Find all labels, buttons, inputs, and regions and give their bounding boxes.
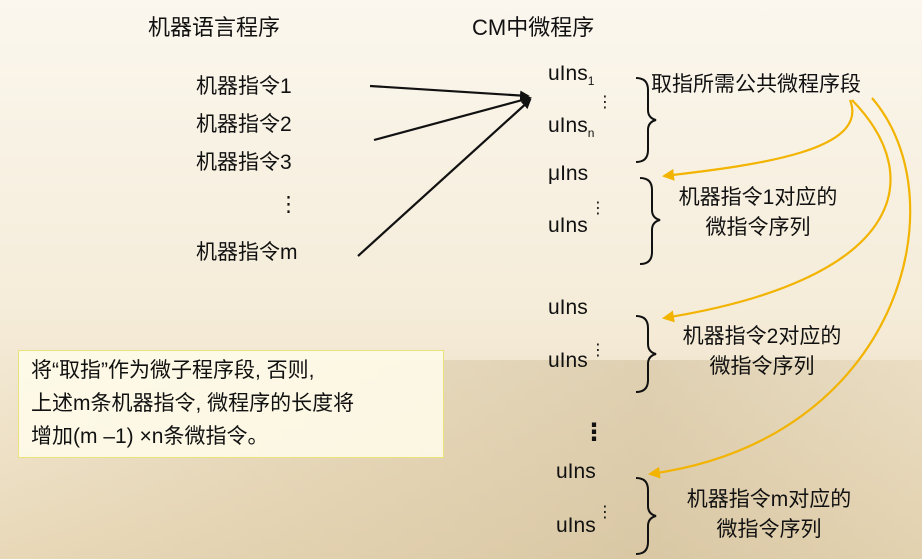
brace-block2 [635,315,657,393]
machine-instruction-1: 机器指令1 [196,75,292,98]
machine-instruction-3: 机器指令3 [196,151,292,174]
heading-machine-language-program: 机器语言程序 [148,15,281,40]
blockm-label: 机器指令m对应的 微指令序列 [664,485,874,545]
blockm-label-line1: 机器指令m对应的 [686,488,852,511]
block2-last-uins: uIns [548,349,588,372]
block1-label-line1: 机器指令1对应的 [678,186,838,209]
blockm-dots: ⋮ [597,504,613,521]
blocks-ellipsis: ⋮ [582,419,606,446]
fetch-uins-1: uIns1 [548,62,595,89]
gold-arrow-to-block2 [662,99,892,323]
block1-label: 机器指令1对应的 微指令序列 [660,183,856,243]
note-line-1: 将“取指”作为微子程序段, 否则, [31,359,315,382]
machine-instruction-2: 机器指令2 [196,113,292,136]
block1-last-uins: uIns [548,214,588,237]
brace-blockm [635,477,657,555]
note-line-2: 上述m条机器指令, 微程序的长度将 [31,392,355,415]
arrow-instr2-to-fetch [373,95,532,142]
machine-instruction-ellipsis: ⋮ [278,193,299,216]
note-line-3: 增加(m –1) ×n条微指令。 [31,425,269,448]
block1-dots: ⋮ [590,200,606,217]
blockm-label-line2: 微指令序列 [716,518,822,541]
machine-instruction-m: 机器指令m [196,241,298,264]
block2-label: 机器指令2对应的 微指令序列 [664,322,860,382]
block2-first-uins: uIns [548,296,588,319]
brace-block1 [639,177,661,265]
heading-cm-microprogram: CM中微程序 [472,15,595,40]
blockm-last-uins: uIns [556,514,596,537]
gold-arrow-to-blockm [648,97,912,479]
block2-label-line2: 微指令序列 [709,355,815,378]
brace-fetch [635,77,657,163]
arrow-instrm-to-fetch [357,98,532,257]
arrow-instr1-to-fetch [369,84,530,101]
blockm-first-uins: uIns [556,460,596,483]
note-box: 将“取指”作为微子程序段, 否则, 上述m条机器指令, 微程序的长度将 增加(m… [18,350,444,458]
block2-dots: ⋮ [590,342,606,359]
fetch-segment-label: 取指所需公共微程序段 [651,73,861,96]
fetch-uins-n: uInsn [548,114,595,141]
gold-arrow-to-block1 [662,99,854,181]
block1-label-line2: 微指令序列 [705,216,811,239]
block2-label-line1: 机器指令2对应的 [682,325,842,348]
block1-first-uins: μIns [548,162,589,185]
fetch-dots: ⋮ [597,94,613,111]
